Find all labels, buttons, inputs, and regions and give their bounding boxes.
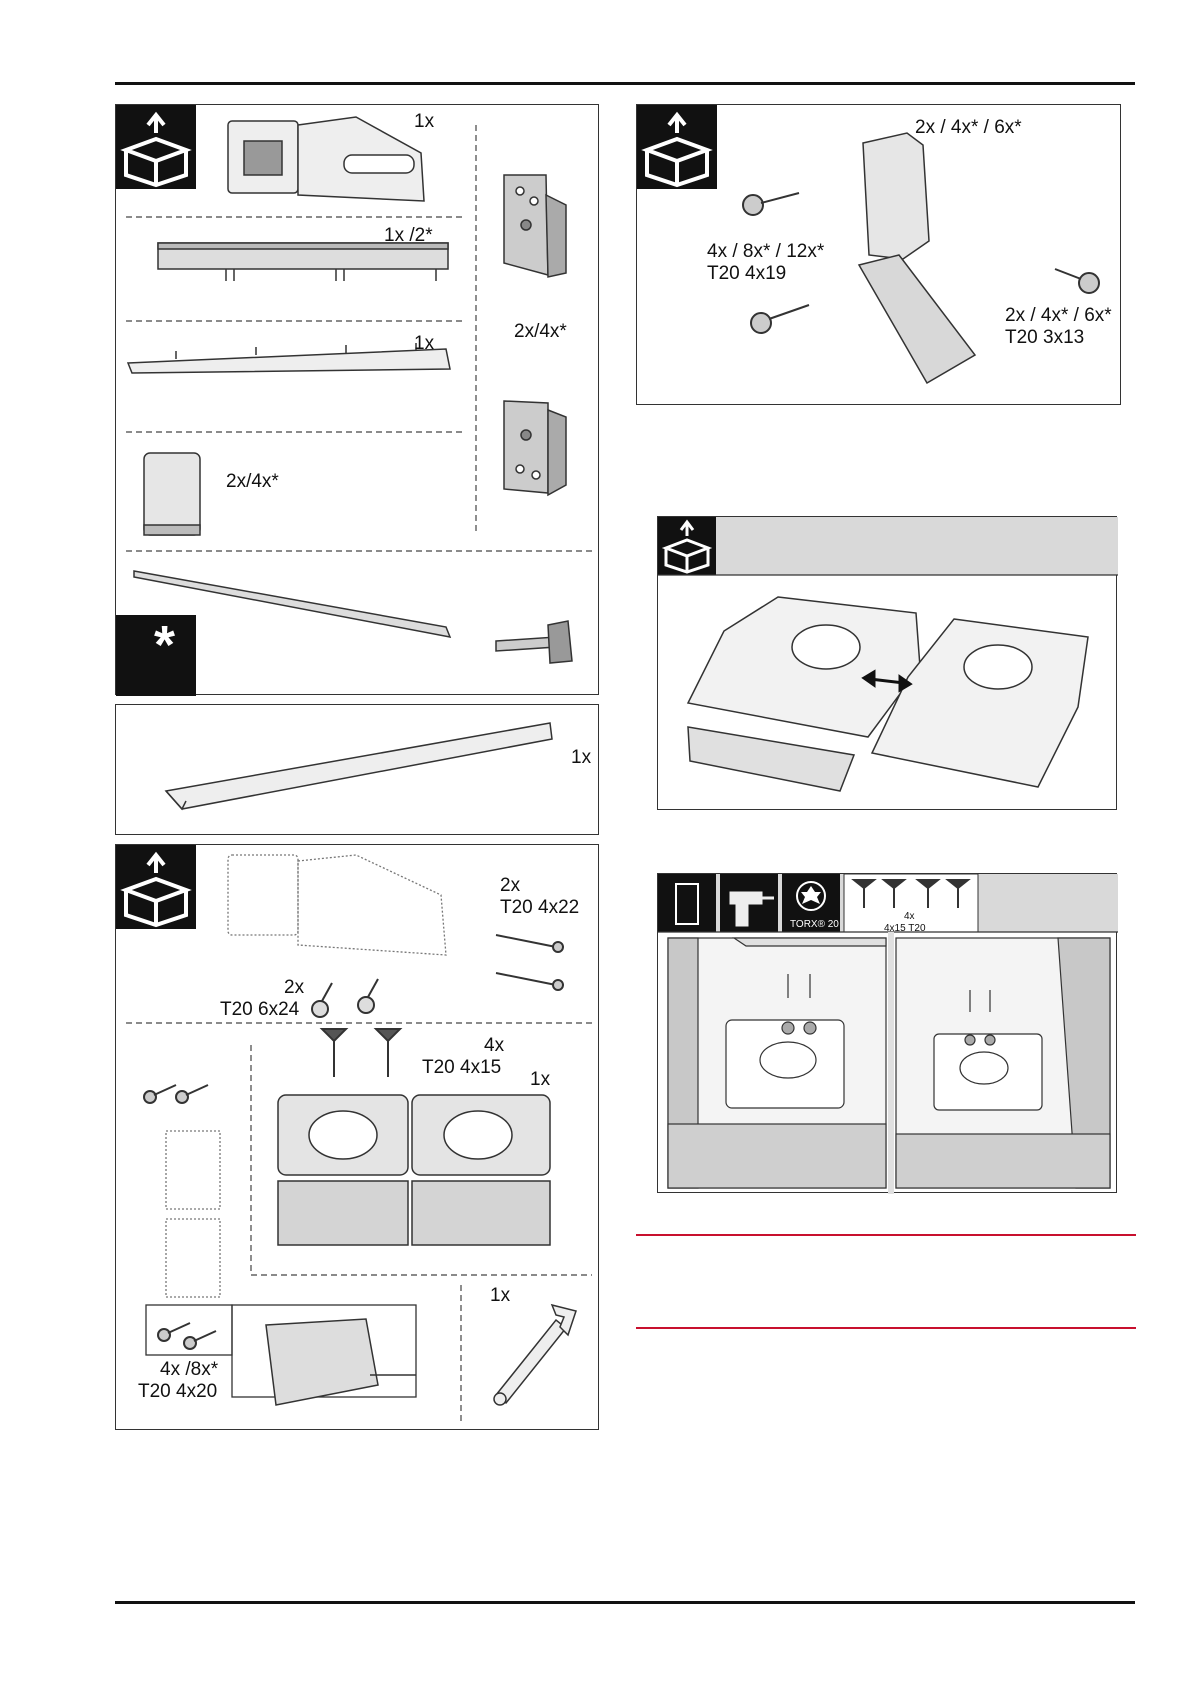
qty-wrench: 1x xyxy=(490,1285,510,1307)
bracket-part-bottom xyxy=(504,401,566,495)
connector-outline xyxy=(228,855,446,955)
plates-pair xyxy=(278,1095,550,1245)
qty-screws-4x19: 4x / 8x* / 12x* xyxy=(707,241,824,263)
qty-plates: 1x xyxy=(530,1069,550,1091)
connector-part xyxy=(228,117,424,201)
cabinet-left-scene xyxy=(668,938,886,1188)
qty-bar: 1x /2* xyxy=(384,225,433,247)
qty-screws-4x20: 4x /8x* xyxy=(160,1359,218,1381)
screw-4x19-top xyxy=(743,193,799,215)
screw-3x13 xyxy=(1055,269,1099,293)
qty-hinge-cover: 2x / 4x* / 6x* xyxy=(915,117,1022,139)
qty-screws-3x13: 2x / 4x* / 6x* xyxy=(1005,305,1112,327)
bottom-rule xyxy=(115,1601,1135,1604)
brackets-outline xyxy=(166,1131,220,1297)
mounting-panel: TORX® 20 4x 4x15 T20 xyxy=(657,873,1117,1193)
screws-bracket xyxy=(144,1085,208,1103)
spec-screws-4x15: T20 4x15 xyxy=(422,1057,501,1079)
plates-panel xyxy=(657,516,1117,810)
tool-part xyxy=(496,621,572,663)
top-rule xyxy=(115,82,1135,85)
qty-brackets: 2x/4x* xyxy=(514,321,567,343)
parts-panel-4: 2x / 4x* / 6x* 4x / 8x* / 12x* T20 4x19 … xyxy=(636,104,1121,405)
parts-panel-3: 2x T20 4x22 2x T20 6x24 4x T20 4x15 1x 4… xyxy=(115,844,599,1430)
spec-screws-6x24: T20 6x24 xyxy=(220,999,299,1021)
rail-part xyxy=(128,343,450,373)
screw-4x19-bottom xyxy=(751,305,809,333)
screws-4x20 xyxy=(158,1323,216,1349)
qty-caps: 2x/4x* xyxy=(226,471,279,493)
torx-label: TORX® 20 xyxy=(790,914,839,936)
spec-screws-4x20: T20 4x20 xyxy=(138,1381,217,1403)
wrench-part xyxy=(494,1305,576,1405)
spec-screws-long: T20 4x22 xyxy=(500,897,579,919)
bar-part xyxy=(158,243,448,281)
screws-long xyxy=(496,935,563,990)
note-top-line xyxy=(636,1234,1136,1236)
parts-panel-1-art xyxy=(116,105,600,696)
qty-screws-long: 2x xyxy=(500,875,520,897)
plates-header-bar xyxy=(658,517,1118,575)
hinge-part xyxy=(266,1319,416,1405)
parts-panel-2: 1x xyxy=(115,704,599,835)
parts-panel-1: 1x 1x /2* 1x 2x/4x* 2x/4x* * xyxy=(115,104,599,695)
seal-strip-art xyxy=(116,705,600,836)
screws-4x15 xyxy=(322,1029,400,1077)
screws-6x24 xyxy=(312,979,378,1017)
optional-star: * xyxy=(154,615,175,675)
qty-rail: 1x xyxy=(414,333,434,355)
qty-connector: 1x xyxy=(414,111,434,133)
end-cap-part xyxy=(144,453,200,535)
plates-panel-art xyxy=(658,517,1118,811)
qty-screws-4x15: 4x xyxy=(484,1035,504,1057)
plate-left xyxy=(688,597,920,791)
spec-screws-3x13: T20 3x13 xyxy=(1005,327,1084,349)
spec-screws-4x19: T20 4x19 xyxy=(707,263,786,285)
qty-seal-strip: 1x xyxy=(571,747,591,769)
screw-spec-label: 4x15 T20 xyxy=(884,918,926,940)
hinge-cover-part xyxy=(859,133,975,383)
note-bottom-line xyxy=(636,1327,1136,1329)
bracket-part-top xyxy=(504,175,566,277)
scene-divider xyxy=(888,932,894,1194)
cabinet-right-scene xyxy=(896,938,1110,1188)
parts-panel-3-art xyxy=(116,845,600,1431)
qty-screws-6x24: 2x xyxy=(284,977,304,999)
